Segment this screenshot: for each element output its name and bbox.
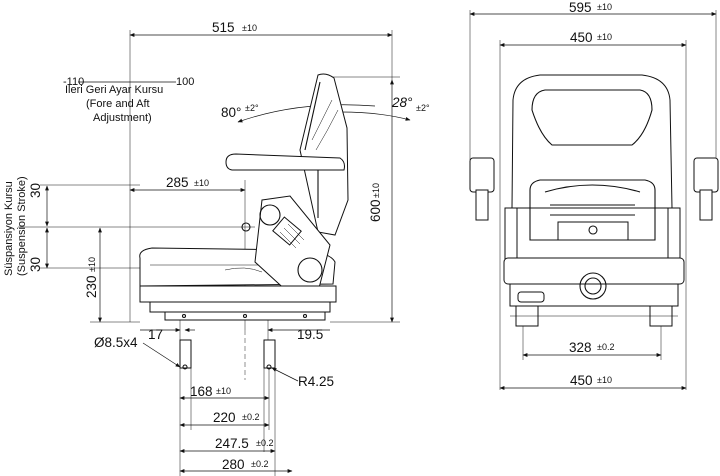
base-230-tol: ±10 xyxy=(87,257,97,272)
front-595-tol: ±10 xyxy=(597,2,612,12)
front-450-top-tol: ±10 xyxy=(597,32,612,42)
front-328-value: 328 xyxy=(569,340,592,355)
height-600-value: 600 xyxy=(368,199,383,222)
side-view: 515 ±10 -110 100 Ileri Geri Ayar Kursu (… xyxy=(3,20,430,368)
rail-220-tol: ±0.2 xyxy=(242,412,259,422)
suspension-label-en: (Suspension Stroke) xyxy=(16,176,28,276)
rail-220-value: 220 xyxy=(213,410,236,425)
rail-280-tol: ±0.2 xyxy=(251,459,268,469)
rail-radius: R4.25 xyxy=(298,374,334,389)
rail-view: 168 ±10 R4.25 220 ±0.2 247.5 ±0.2 280 ±0… xyxy=(179,330,334,476)
fore-aft-plus: 100 xyxy=(176,76,194,88)
front-595-value: 595 xyxy=(569,0,592,15)
rail-247-tol: ±0.2 xyxy=(256,438,273,448)
front-450-bottom-tol: ±10 xyxy=(597,375,612,385)
height-600-tol: ±10 xyxy=(371,183,381,198)
fore-aft-label-en-1: (Fore and Aft xyxy=(86,98,150,110)
rail-247-value: 247.5 xyxy=(215,436,249,451)
fore-aft-label-en-2: Adjustment) xyxy=(93,112,152,124)
rail-280-value: 280 xyxy=(222,457,245,472)
seat-ref-285-value: 285 xyxy=(166,175,189,190)
angle-28-tol: ±2° xyxy=(416,103,430,113)
offset-rear: 19.5 xyxy=(297,327,323,342)
angle-80-tol: ±2° xyxy=(245,103,259,113)
suspension-down: 30 xyxy=(28,257,43,272)
suspension-up: 30 xyxy=(28,183,43,198)
base-230-value: 230 xyxy=(84,275,99,298)
fore-aft-label-tr: Ileri Geri Ayar Kursu xyxy=(65,84,163,96)
front-450-top-value: 450 xyxy=(570,30,593,45)
front-450-bottom-value: 450 xyxy=(570,373,593,388)
angle-28-value: 28° xyxy=(391,95,413,110)
rail-168-tol: ±10 xyxy=(216,386,231,396)
offset-front: 17 xyxy=(148,327,163,342)
depth-515-tol: ±10 xyxy=(242,23,257,33)
seat-ref-285-tol: ±10 xyxy=(194,178,209,188)
hole-label: Ø8.5x4 xyxy=(94,335,138,350)
front-328-tol: ±0.2 xyxy=(597,342,614,352)
fore-aft-minus: -110 xyxy=(63,76,84,88)
depth-515-value: 515 xyxy=(212,20,235,35)
front-view: 595 ±10 450 ±10 xyxy=(469,0,719,390)
seat-front-drawing xyxy=(469,74,719,327)
seat-side-drawing xyxy=(139,73,349,321)
rail-168-value: 168 xyxy=(190,384,213,399)
suspension-label-tr: Süspansiyon Kursu xyxy=(3,181,15,276)
angle-80-value: 80° xyxy=(221,105,241,120)
